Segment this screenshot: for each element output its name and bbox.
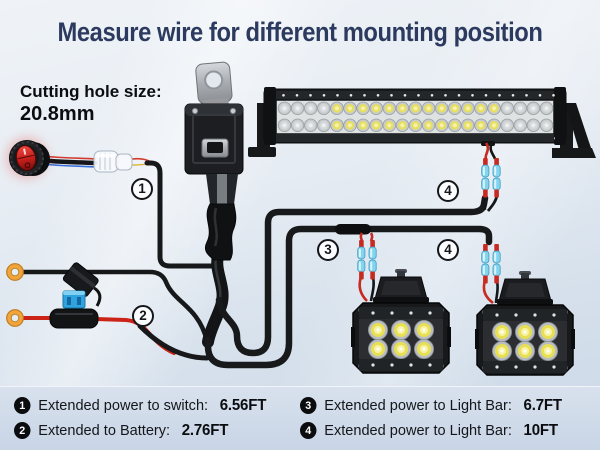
switch-rocker: [15, 145, 37, 171]
switch-lead: [6, 137, 219, 269]
inline-connector: [93, 150, 133, 173]
harness-wires: [202, 194, 493, 369]
wire-label-2: 2: [132, 305, 154, 327]
wire-splitter: [335, 224, 371, 235]
switch-wire: [144, 160, 219, 269]
relay: [184, 61, 244, 261]
bullet-connectors-pod1: [357, 239, 377, 280]
battery-leads: [6, 262, 210, 361]
cutting-hole-note: Cutting hole size: 20.8mm: [20, 81, 162, 127]
ring-terminal-negative: [6, 263, 24, 281]
wire-label-1: 1: [131, 178, 153, 200]
bullet-connectors-pod2: [481, 243, 501, 284]
wire-label-3: 3: [317, 239, 339, 261]
wire-label-4-pod: 4: [437, 239, 459, 261]
wire-to-lightbar: [215, 194, 489, 357]
wire-to-pods: [204, 225, 493, 369]
pod2-connector-leads: [481, 243, 501, 305]
page-title: Measure wire for different mounting posi…: [57, 17, 543, 47]
led-pod-2: [474, 270, 576, 376]
cutting-hole-label: Cutting hole size:: [20, 82, 162, 101]
pod1-connector-leads: [357, 239, 377, 302]
wire-label-4-lightbar: 4: [437, 180, 459, 202]
lightbar-connector-leads: [481, 142, 501, 212]
led-light-bar: [248, 87, 596, 158]
led-pod-1: [350, 268, 452, 374]
ring-terminal-positive: [6, 309, 24, 327]
bullet-connectors-lightbar: [481, 157, 501, 198]
legend-band: [0, 386, 600, 450]
lightbar-leds: [277, 101, 554, 133]
battery-ground-wire: [20, 269, 210, 344]
fuse-holder: [49, 262, 102, 329]
cutting-hole-value: 20.8mm: [20, 103, 95, 126]
cable-boot: [204, 203, 237, 261]
rocker-switch: [6, 137, 50, 179]
mounting-hole: [204, 70, 224, 90]
